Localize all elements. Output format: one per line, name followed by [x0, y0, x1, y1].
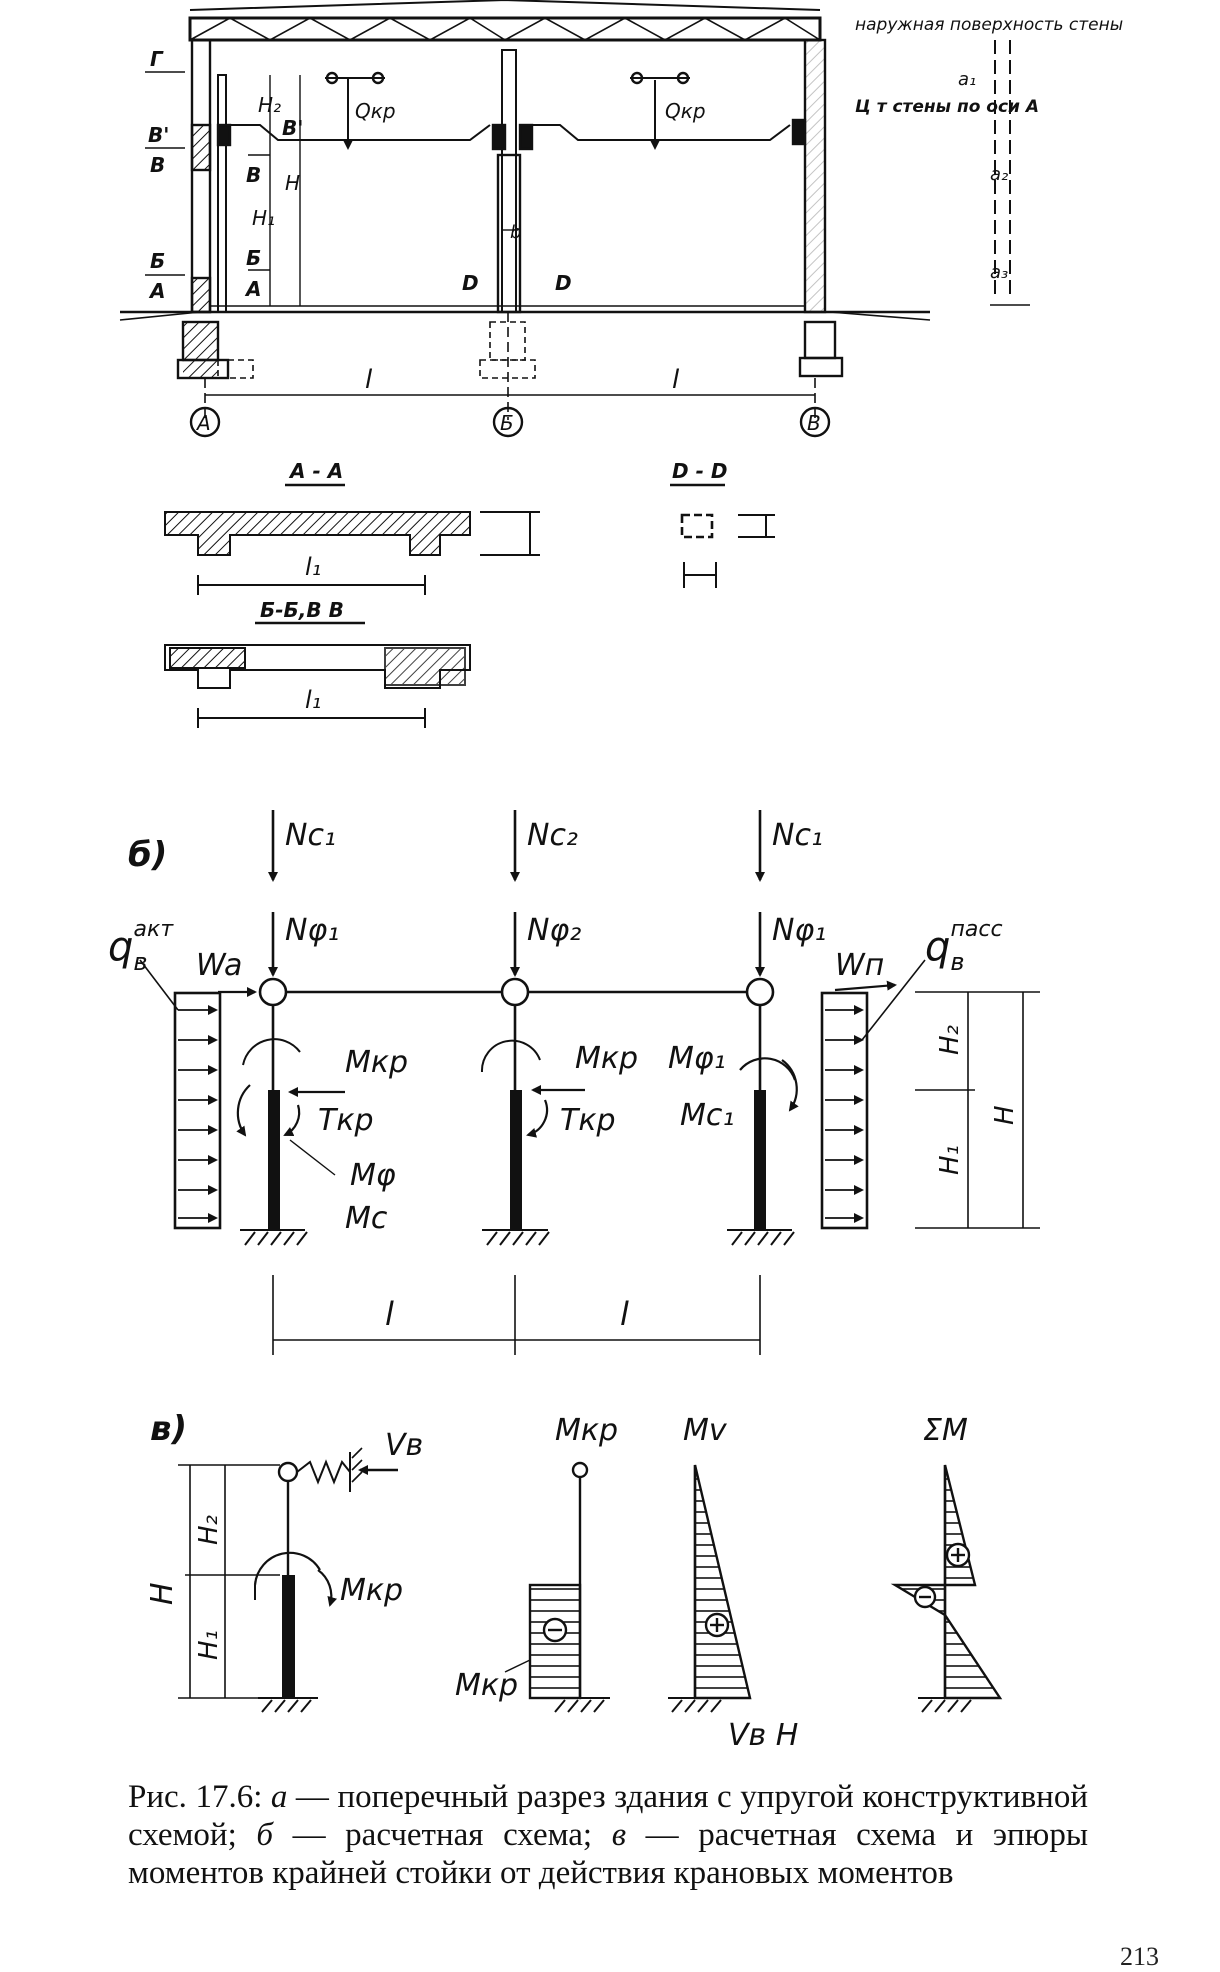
span-l-right: l — [672, 365, 680, 395]
wall-note-2: Ц т стены по оси А — [855, 97, 1039, 117]
offset-a3: a₃ — [990, 262, 1008, 283]
inner-mark-b: Б — [246, 246, 261, 270]
axis-v: В — [807, 411, 821, 435]
earth-pressure-active: qвакт — [108, 917, 174, 976]
section-aa-span: l₁ — [305, 553, 321, 581]
wall-note-1: наружная поверхность стены — [855, 15, 1123, 35]
span-l-b-left: l — [385, 1295, 394, 1333]
wind-left: Wa — [196, 948, 242, 983]
m-phi1: Мφ₁ — [668, 1041, 726, 1076]
load-nphi1-left: Nφ₁ — [285, 913, 339, 948]
section-dd-title: D - D — [672, 459, 727, 483]
earth-pressure-passive: qвпасс — [925, 917, 1003, 976]
dim-h2-b: H₂ — [935, 1025, 965, 1055]
labels-a: Г В' В Б А В' В Б А H₂ H H₁ Qкр Qкр b D … — [148, 15, 1123, 714]
load-nphi1-right: Nφ₁ — [772, 913, 826, 948]
caption-letter-a: а — [270, 1779, 288, 1815]
caption-letter-v: в — [611, 1817, 627, 1853]
crane-load-left: Qкр — [355, 99, 396, 123]
section-details-a — [164, 483, 775, 728]
span-l-left: l — [365, 365, 373, 395]
t-crane-middle: Ткр — [560, 1103, 616, 1138]
axis-b: Б — [500, 411, 514, 435]
caption-fig-number: Рис. 17.6: — [128, 1779, 263, 1815]
m-phi: Мφ — [350, 1158, 396, 1193]
m-crane-bottom: Мкр — [455, 1668, 518, 1703]
diagram-title-mkr: Мкр — [555, 1413, 618, 1448]
level-mark-v-prime: В' — [148, 123, 169, 147]
dim-h1-b: H₁ — [935, 1145, 965, 1175]
level-mark-v: В — [150, 153, 165, 177]
labels-b: б) Nc₁ Nc₂ Nc₁ Nφ₁ Nφ₂ Nφ₁ qвакт Wa Wп q… — [108, 818, 1020, 1333]
diagram-title-sum-m: ΣМ — [923, 1413, 968, 1448]
crane-trolley-right — [630, 71, 690, 85]
m-crane-left: Мкр — [345, 1045, 408, 1080]
level-mark-g: Г — [150, 47, 164, 71]
caption-text-b: — расчетная схема; — [272, 1817, 612, 1853]
axis-a: А — [195, 411, 211, 435]
reaction-vv: Vв — [385, 1428, 423, 1463]
cut-mark-d-right: D — [555, 271, 572, 295]
level-mark-a: А — [148, 279, 165, 303]
inner-mark-v-prime: В' — [282, 116, 303, 140]
offset-a1: a₁ — [958, 69, 976, 90]
height-h1: H₁ — [252, 206, 275, 230]
load-nphi2: Nφ₂ — [527, 913, 581, 948]
section-bb-span: l₁ — [305, 686, 321, 714]
reaction-vv-h: Vв H — [728, 1718, 798, 1753]
m-c: Мс — [345, 1201, 388, 1236]
design-scheme-b — [139, 810, 1040, 1355]
dim-h-v: H — [145, 1582, 180, 1605]
caption-text-a: — поперечный разрез здания с упругой кон… — [128, 1779, 1088, 1853]
level-mark-b: Б — [150, 249, 165, 273]
inner-mark-v: В — [246, 163, 261, 187]
dim-h1-v: H₁ — [194, 1630, 224, 1660]
m-crane-middle: Мкр — [575, 1041, 638, 1076]
span-l-b-right: l — [620, 1295, 629, 1333]
diagram-title-mv: Мv — [683, 1413, 728, 1448]
moment-diagrams-v — [178, 1447, 1003, 1713]
dim-h2-v: H₂ — [194, 1515, 224, 1545]
t-crane-left: Ткр — [318, 1103, 374, 1138]
caption-text-v: — расчет­ная схема и эпюры моментов край… — [128, 1817, 1089, 1891]
m-crane-v: Мкр — [340, 1573, 403, 1608]
load-nc2: Nc₂ — [527, 818, 578, 853]
section-bb-title: Б-Б,В В — [260, 598, 344, 622]
m-c1: Мс₁ — [680, 1098, 734, 1133]
height-h: H — [285, 171, 300, 195]
panel-label-v: в) — [150, 1409, 187, 1449]
cut-mark-d-left: D — [462, 271, 479, 295]
caption-letter-b: б — [256, 1817, 273, 1853]
inner-mark-a: А — [244, 277, 261, 301]
page-number: 213 — [1120, 1942, 1159, 1971]
cross-section-a — [119, 0, 1030, 438]
panel-label-b: б) — [128, 835, 167, 875]
offset-a2: a₂ — [990, 164, 1008, 185]
figure-caption: Рис. 17.6: а — поперечный разрез здания … — [128, 1778, 1088, 1892]
column-width-b: b — [510, 222, 521, 243]
crane-load-right: Qкр — [665, 99, 706, 123]
dim-h-b: H — [990, 1105, 1020, 1125]
wind-right: Wп — [835, 948, 884, 983]
load-nc1-right: Nc₁ — [772, 818, 823, 853]
labels-v: в) Vв Мкр H H₂ H₁ Мкр Мv ΣМ Мкр Vв H — [145, 1409, 968, 1753]
height-h2: H₂ — [258, 93, 281, 117]
load-nc1-left: Nc₁ — [285, 818, 336, 853]
crane-trolley-left — [325, 71, 385, 85]
section-aa-title: А - А — [288, 459, 343, 483]
